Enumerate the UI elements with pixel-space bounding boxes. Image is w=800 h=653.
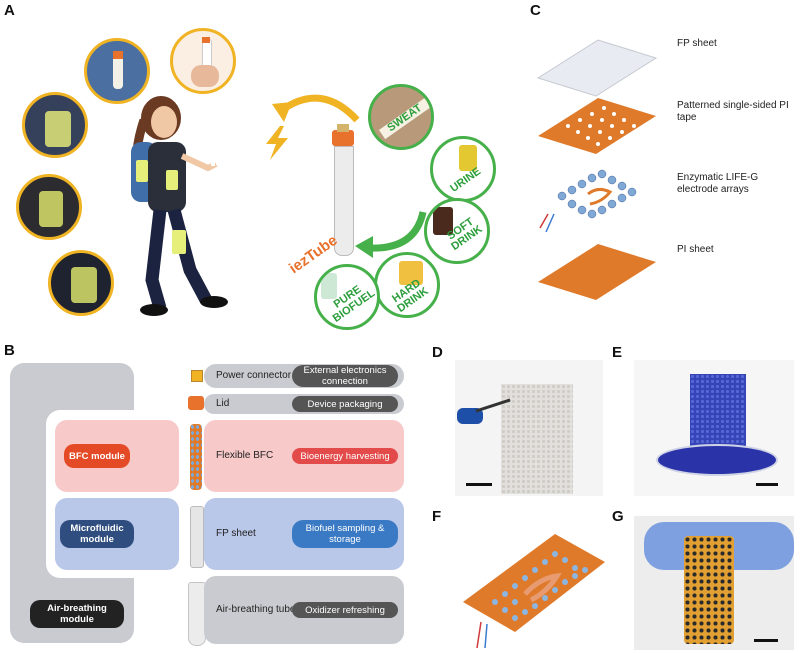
layer-label-pi-tape: Patterned single-sided PI tape xyxy=(677,100,789,123)
row-label-power-connector: Power connector xyxy=(216,370,292,381)
row-label-lid: Lid xyxy=(216,398,230,409)
row-lid: Lid Device packaging xyxy=(204,394,404,414)
biofuel-circle-pure-biofuel: PURE BIOFUEL xyxy=(314,264,380,330)
biofuel-circle-hard-drink: HARD DRINK xyxy=(374,252,440,318)
scale-bar-e xyxy=(756,483,778,486)
fp-sheet-sample xyxy=(501,384,573,494)
layer-label-pi-sheet: PI sheet xyxy=(677,244,714,255)
photo-flexible-bfc xyxy=(634,516,794,650)
biofuel-label-sweat: SWEAT xyxy=(378,97,431,140)
pill-device-packaging: Device packaging xyxy=(292,396,398,412)
bfc-module-label: BFC module xyxy=(64,444,130,468)
lightning-bolt-icon xyxy=(266,126,288,160)
flexible-bfc-part xyxy=(190,424,202,490)
pill-oxidizer-refreshing: Oxidizer refreshing xyxy=(292,602,398,618)
intake-arrow-icon xyxy=(355,211,427,258)
row-air-breathing-tube: Air-breathing tube Oxidizer refreshing xyxy=(204,576,404,644)
row-label-flexible-bfc: Flexible BFC xyxy=(216,450,274,461)
iez-tube xyxy=(334,146,354,256)
photo-dye-wicking xyxy=(634,360,794,496)
scale-bar-d xyxy=(466,483,492,486)
fp-sheet-part xyxy=(190,506,204,568)
row-fp-sheet: FP sheet Biofuel sampling & storage xyxy=(204,498,404,570)
microfluidic-module-label: Microfluidic module xyxy=(60,520,134,548)
tube-connector xyxy=(337,124,349,132)
biofuel-circle-urine: URINE xyxy=(430,136,496,202)
photo-circle-shoulder xyxy=(22,92,88,158)
panel-label-d: D xyxy=(432,344,443,361)
panel-label-a: A xyxy=(4,2,15,19)
row-flexible-bfc: Flexible BFC Bioenergy harvesting xyxy=(204,420,404,492)
panel-label-e: E xyxy=(612,344,623,361)
panel-label-c: C xyxy=(530,2,541,19)
power-connector-part xyxy=(191,370,203,382)
photo-fp-sheet xyxy=(455,360,603,496)
panel-label-f: F xyxy=(432,508,442,525)
row-power-connector: Power connector External electronics con… xyxy=(204,364,404,388)
panel-label-g: G xyxy=(612,508,624,525)
layer-label-fp-sheet: FP sheet xyxy=(677,38,717,49)
pill-biofuel-sampling: Biofuel sampling & storage xyxy=(292,520,398,548)
runner-figure-illustration xyxy=(131,96,228,316)
layer-label-electrode-arrays: Enzymatic LIFE-G electrode arrays xyxy=(677,172,759,195)
pill-external-electronics: External electronics connection xyxy=(292,365,398,387)
pill-bioenergy-harvesting: Bioenergy harvesting xyxy=(292,448,398,464)
row-label-fp-sheet: FP sheet xyxy=(216,528,256,539)
biofuel-circle-sweat: SWEAT xyxy=(368,84,434,150)
photo-circle-leg xyxy=(48,250,114,316)
layer-stack-illustration xyxy=(536,39,658,300)
biofuel-label-hard-drink: HARD DRINK xyxy=(390,277,431,316)
photo-circle-backpack xyxy=(84,38,150,104)
tube-lid xyxy=(332,130,354,146)
petri-dish xyxy=(656,444,778,476)
lid-part xyxy=(188,396,204,410)
air-breathing-module-label: Air-breathing module xyxy=(30,600,124,628)
panel-label-b: B xyxy=(4,342,15,359)
row-label-air-breathing-tube: Air-breathing tube xyxy=(216,604,296,615)
scale-bar-g xyxy=(754,639,778,642)
flexible-bfc-illustration xyxy=(463,534,605,649)
energy-arrow-icon xyxy=(272,94,360,123)
photo-circle-arm xyxy=(16,174,82,240)
bfc-sample xyxy=(684,536,734,644)
biofuel-circle-soft-drink: SOFT DRINK xyxy=(424,198,490,264)
photo-circle-hand xyxy=(170,28,236,94)
